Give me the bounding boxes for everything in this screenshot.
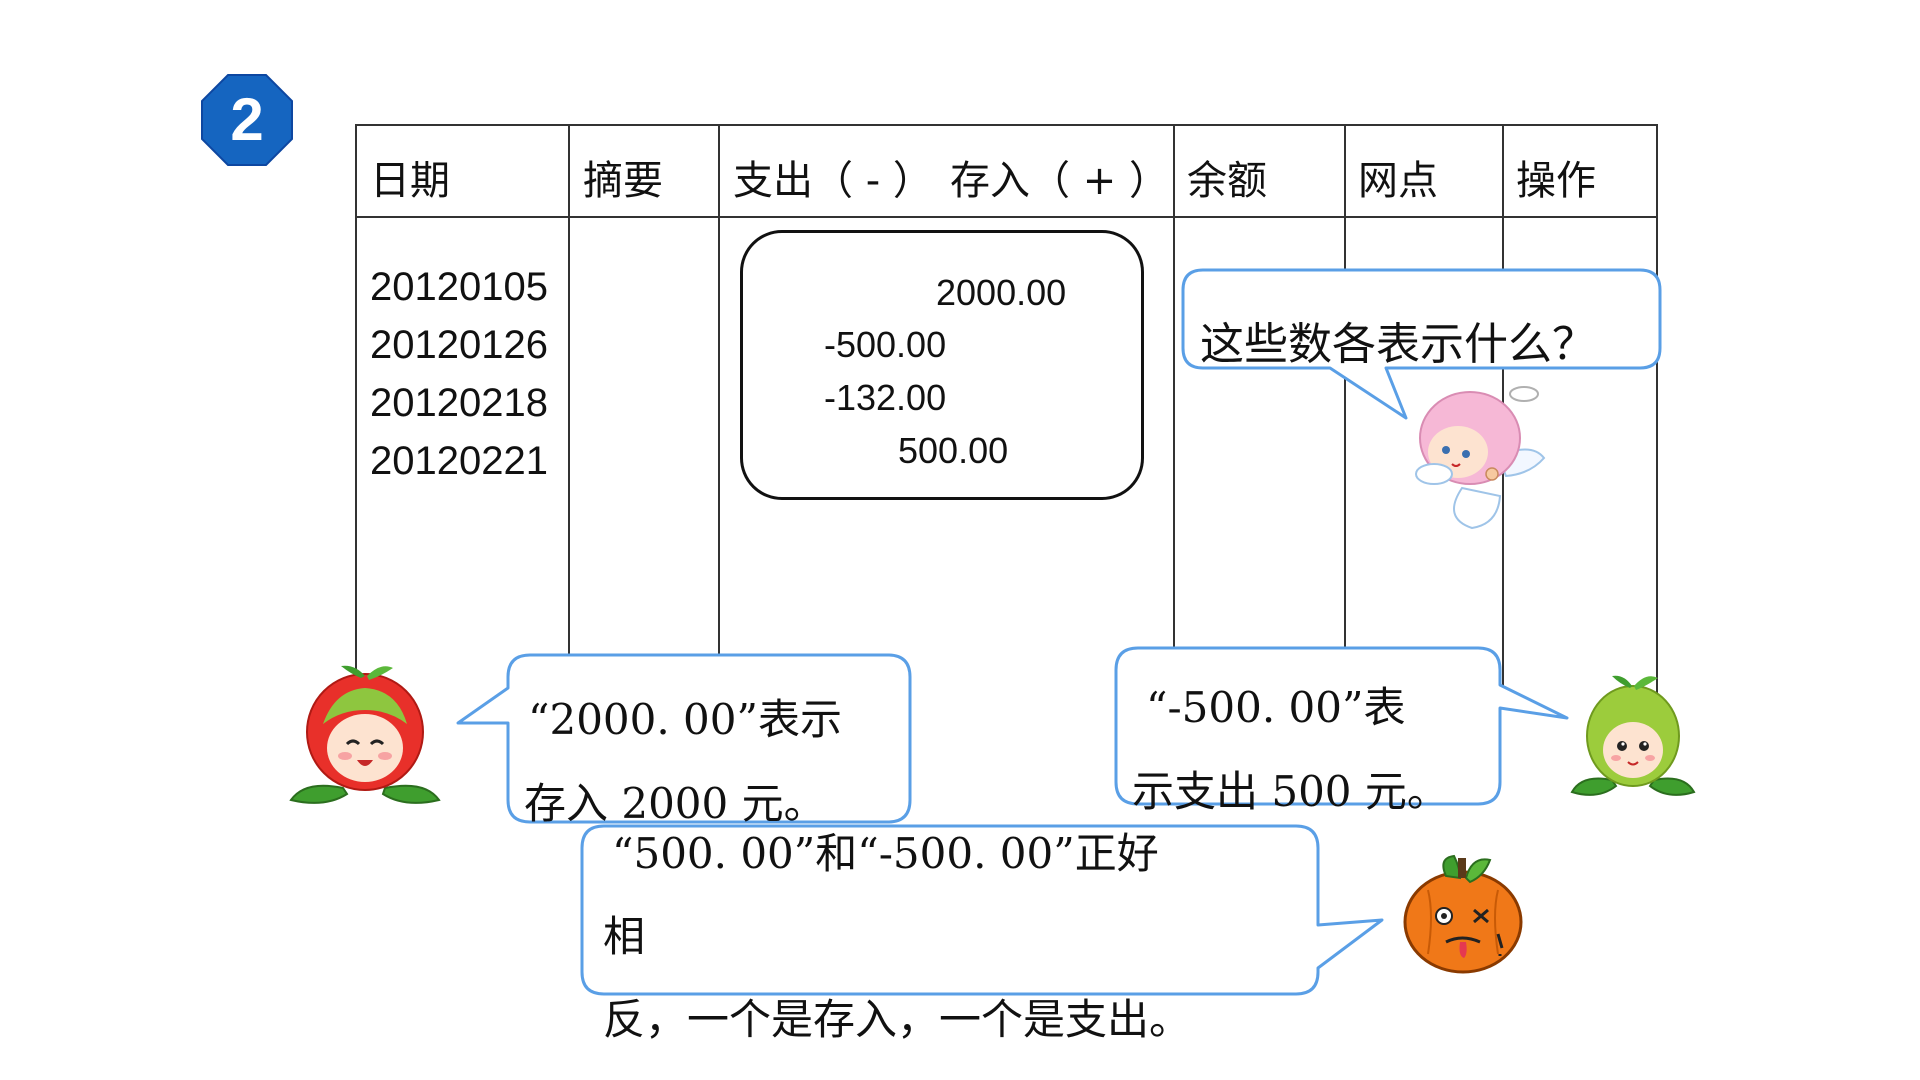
date-row: 20120126 xyxy=(370,323,548,367)
amount-row: -132.00 xyxy=(824,377,947,418)
orange-speech-line-3: 反，一个是存入，一个是支出。 xyxy=(603,995,1192,1044)
date-row: 20120105 xyxy=(370,265,548,309)
header-operator: 操作 xyxy=(1516,158,1596,204)
header-summary: 摘要 xyxy=(583,158,663,204)
apple-girl-icon xyxy=(289,665,441,804)
pear-speech-line-1-text: “-500. 00”表 xyxy=(1146,683,1406,732)
pear-speech-line-1: “-500. 00”表 xyxy=(1146,674,1405,735)
pear-girl-icon xyxy=(1570,675,1696,796)
problem-number: 2 xyxy=(230,86,264,153)
amount-row: 2000.00 xyxy=(936,272,1067,313)
amount-row: 500.00 xyxy=(898,430,1009,471)
date-row: 20120221 xyxy=(370,439,548,483)
orange-speech-line-1-text: “500. 00”和“-500. 00”正好 xyxy=(612,829,1159,878)
header-balance: 余额 xyxy=(1187,158,1267,204)
amount-row: -500.00 xyxy=(824,324,947,365)
orange-boy-icon xyxy=(1403,854,1523,974)
angel-girl-icon xyxy=(1415,386,1546,530)
orange-speech-line-2: 相 xyxy=(603,912,646,961)
header-deposit: 存入（ + ） xyxy=(950,158,1169,204)
apple-speech-line-2-text: 存入 2000 元。 xyxy=(524,779,826,828)
header-expense: 支出（ - ） xyxy=(733,158,933,204)
date-row: 20120218 xyxy=(370,381,548,425)
problem-number-badge: 2 xyxy=(200,73,294,167)
apple-speech-line-2: 存入 2000 元。 xyxy=(524,770,826,831)
apple-speech-line-1-text: “2000. 00”表示 xyxy=(528,695,842,744)
orange-speech-line-1: “500. 00”和“-500. 00”正好 xyxy=(612,820,1159,881)
header-date: 日期 xyxy=(370,158,450,204)
amount-highlight-box xyxy=(740,230,1144,500)
date-list: 20120105 20120126 20120218 20120221 xyxy=(370,258,548,490)
pear-speech-line-2: 示支出 500 元。 xyxy=(1132,758,1449,819)
octagon-badge-icon xyxy=(201,74,293,166)
header-branch: 网点 xyxy=(1358,158,1438,204)
angel-question-text: 这些数各表示什么？ xyxy=(1200,319,1596,370)
pear-speech-line-2-text: 示支出 500 元。 xyxy=(1132,767,1449,816)
apple-speech-line-1: “2000. 00”表示 xyxy=(528,686,842,747)
